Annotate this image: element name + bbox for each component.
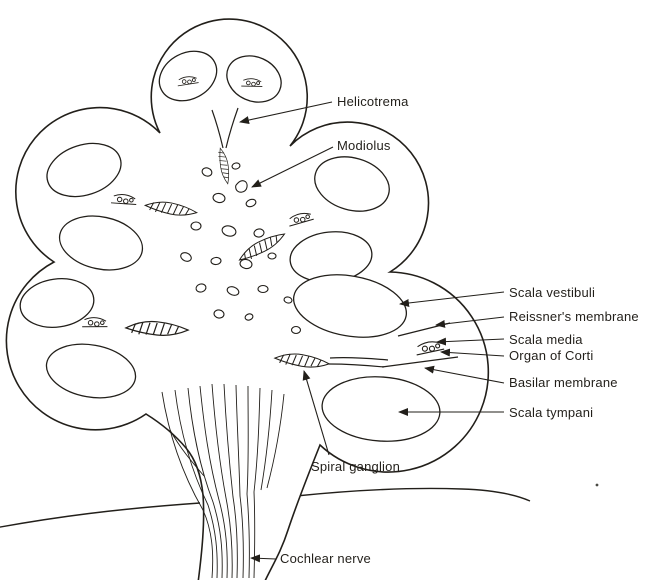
modiolus-hook	[235, 180, 248, 193]
label-scala-media: Scala media	[509, 332, 583, 347]
helicotrema-channel	[211, 107, 239, 149]
label-helicotrema: Helicotrema	[337, 94, 409, 109]
basal-turn-membranes	[328, 322, 459, 368]
label-scala-vestibuli: Scala vestibuli	[509, 285, 596, 300]
stray-mark	[595, 483, 599, 487]
modiolus-arrow	[251, 146, 334, 188]
basilar-membrane-arrow	[424, 365, 505, 384]
modiolus-nerve-bundles	[180, 162, 302, 335]
helicotrema-arrow	[239, 101, 333, 124]
spiral-ganglion-arrow	[302, 370, 330, 456]
reissners-membrane-arrow	[435, 316, 505, 328]
label-modiolus: Modiolus	[337, 138, 391, 153]
cochlear-nerve-fibers	[161, 383, 285, 579]
scala-vestibuli-arrow	[399, 291, 505, 307]
label-scala-tympani: Scala tympani	[509, 405, 594, 420]
base-ground-line	[0, 487, 531, 528]
scala-vestibuli-chamber	[292, 274, 408, 338]
label-cochlear-nerve: Cochlear nerve	[280, 551, 371, 566]
label-organ-of-corti: Organ of Corti	[509, 348, 594, 363]
scala-tympani-chamber	[321, 376, 441, 442]
scala-chambers	[19, 50, 441, 442]
leader-lines	[239, 101, 505, 563]
label-reissners-membrane: Reissner's membrane	[509, 309, 639, 324]
cochlear-nerve-arrow	[250, 554, 277, 563]
label-basilar-membrane: Basilar membrane	[509, 375, 618, 390]
label-spiral-ganglion: Spiral ganglion	[311, 459, 401, 474]
organ-of-corti-arrow	[440, 348, 505, 357]
basilar-membrane-line	[381, 356, 459, 368]
scala-media-arrow	[436, 337, 505, 346]
